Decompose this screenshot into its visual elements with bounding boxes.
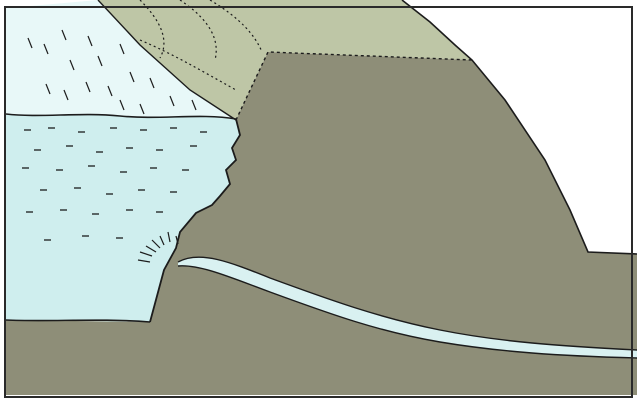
spray-stroke xyxy=(119,43,125,55)
spray-stroke xyxy=(119,99,125,111)
spray-stroke xyxy=(129,71,135,83)
spray-stroke xyxy=(139,103,145,115)
seepage-outline-bottom xyxy=(177,265,637,359)
spray-stroke xyxy=(169,95,175,107)
water-marks xyxy=(22,127,207,241)
spray-stroke xyxy=(61,29,67,41)
frame-border xyxy=(4,6,633,398)
spray-stroke xyxy=(27,37,33,49)
strata-line-1 xyxy=(139,0,165,59)
ground-line xyxy=(5,319,151,323)
spray-stroke xyxy=(69,59,75,71)
upper-slope xyxy=(98,0,472,120)
right-slope-outline xyxy=(401,0,637,255)
spray-stroke xyxy=(191,99,197,111)
rock-face-outline xyxy=(149,118,241,323)
falling-spray xyxy=(6,0,232,117)
strata-line-4 xyxy=(139,39,237,91)
rock-top-outline xyxy=(235,51,473,121)
splash-marks xyxy=(137,231,179,263)
rock-mass xyxy=(6,52,637,395)
spray-marks xyxy=(27,29,197,115)
water-body xyxy=(6,114,240,322)
outlines xyxy=(5,0,637,359)
spray-stroke xyxy=(97,55,103,67)
seepage-outline-top xyxy=(177,256,637,351)
spray-stroke xyxy=(63,89,69,101)
spray-stroke xyxy=(149,77,155,89)
spray-stroke xyxy=(107,85,113,97)
spray-stroke xyxy=(85,81,91,93)
water-surface-line xyxy=(5,113,237,120)
spray-stroke xyxy=(43,43,49,55)
spray-stroke xyxy=(45,83,51,95)
spray-stroke xyxy=(87,35,93,47)
spray-slope-outline xyxy=(97,0,237,121)
